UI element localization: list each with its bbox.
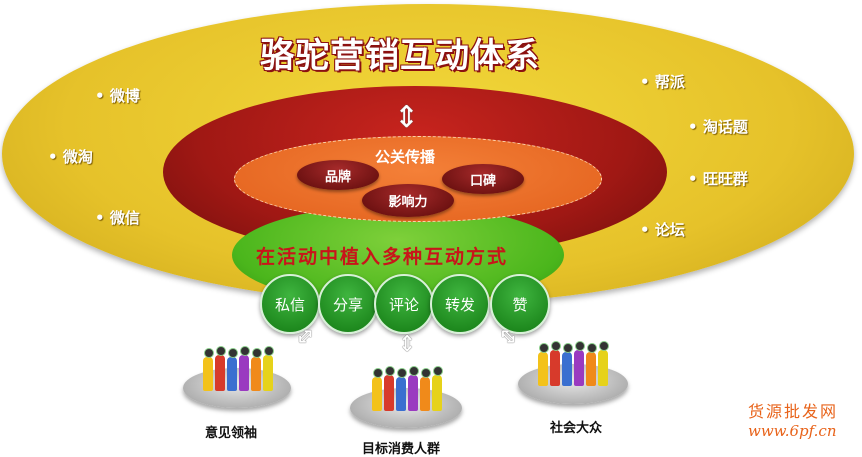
crowd-icon xyxy=(372,366,443,411)
method-circle: 赞 xyxy=(490,274,550,334)
audience-label: 目标消费人群 xyxy=(362,442,441,457)
audience-label: 意见领袖 xyxy=(205,426,258,441)
channel-left: • 微信 xyxy=(95,209,140,227)
platform-disc xyxy=(518,364,628,404)
method-circle: 私信 xyxy=(260,274,320,334)
channel-left: • 微博 xyxy=(95,87,140,105)
interaction-label: 在活动中植入多种互动方式 xyxy=(256,246,509,268)
method-circle: 分享 xyxy=(318,274,378,334)
diagram-title: 骆驼营销互动体系 xyxy=(260,36,540,76)
double-arrow-icon: ⇕ xyxy=(394,100,420,135)
channel-right: • 帮派 xyxy=(640,73,685,91)
double-arrow-icon: ⇕ xyxy=(398,332,417,357)
core-item: 影响力 xyxy=(362,184,454,217)
audience-label: 社会大众 xyxy=(550,421,603,436)
method-circle: 评论 xyxy=(374,274,434,334)
channel-right: • 论坛 xyxy=(640,221,685,239)
crowd-icon xyxy=(203,346,274,391)
core-label: 公关传播 xyxy=(375,148,436,166)
platform-disc xyxy=(183,368,291,408)
method-circle: 转发 xyxy=(430,274,490,334)
channel-right: • 旺旺群 xyxy=(688,170,748,188)
watermark-url: www.6pf.cn xyxy=(748,422,837,440)
watermark-name: 货源批发网 xyxy=(748,402,839,421)
core-item: 口碑 xyxy=(442,164,524,194)
channel-left: • 微淘 xyxy=(48,148,93,166)
platform-disc xyxy=(350,388,462,428)
core-item: 品牌 xyxy=(297,160,379,190)
channel-right: • 淘话题 xyxy=(688,118,748,136)
crowd-icon xyxy=(538,341,609,386)
